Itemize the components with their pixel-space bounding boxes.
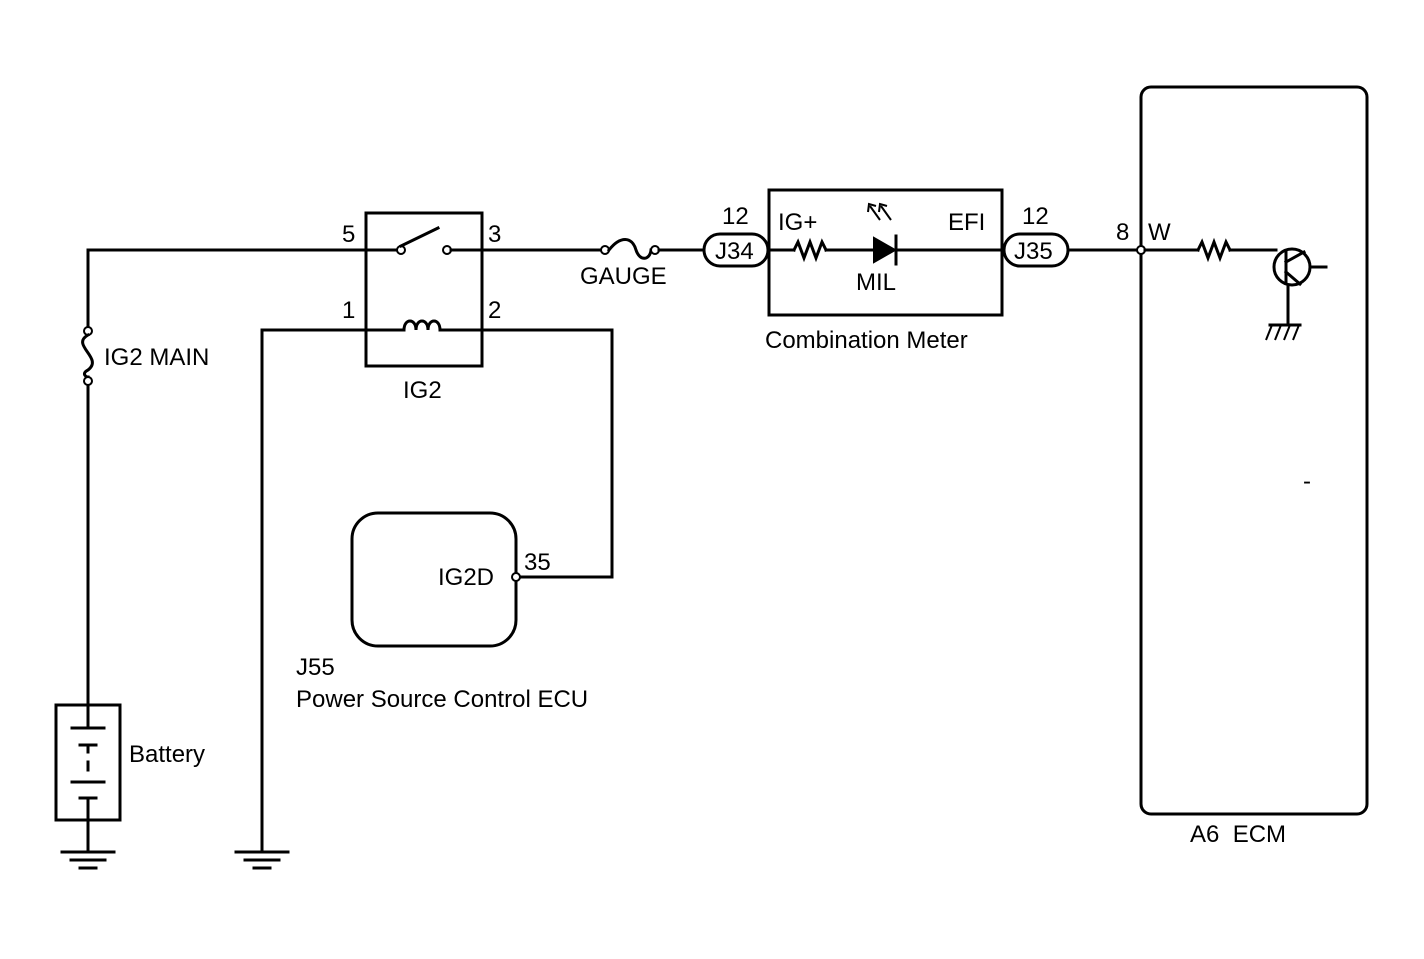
j34-label: J34 [715, 238, 754, 265]
gauge-label: GAUGE [580, 263, 667, 290]
j55-label: J55 [296, 654, 335, 681]
ecu-pin-35: 35 [524, 549, 551, 576]
combination-meter-label: Combination Meter [765, 327, 968, 354]
efi-label: EFI [948, 209, 985, 236]
supply-wire [86, 248, 368, 707]
resistor-icon [791, 237, 829, 263]
relay-pin-5: 5 [342, 221, 355, 248]
relay-coil-icon [402, 319, 442, 332]
j34-pin-12: 12 [722, 203, 749, 230]
ig2-relay-label: IG2 [403, 377, 442, 404]
ground-icon [60, 850, 116, 870]
chassis-ground-icon [1265, 323, 1302, 341]
ecm-box [1139, 85, 1369, 816]
combination-meter [767, 188, 1004, 317]
ecm-dash: - [1303, 468, 1311, 495]
ig2-main-fuse-icon [81, 326, 94, 386]
battery-label: Battery [129, 741, 205, 768]
relay-pin-1: 1 [342, 297, 355, 324]
ecu-pin-node [511, 572, 521, 582]
ig2-main-label: IG2 MAIN [104, 344, 209, 371]
coil-ecu-wire [480, 328, 614, 579]
battery-icon [54, 703, 122, 854]
power-source-ecu-label: Power Source Control ECU [296, 686, 588, 713]
j35-label: J35 [1014, 238, 1053, 265]
resistor-icon [1195, 237, 1233, 263]
gauge-fuse-icon [600, 238, 660, 260]
ecm-label: A6 ECM [1190, 821, 1286, 848]
coil-ground-wire [260, 328, 368, 854]
wire-color-w: W [1148, 219, 1171, 246]
ig-plus-label: IG+ [778, 209, 817, 236]
ecm-pin-8: 8 [1116, 219, 1129, 246]
relay-pin-2: 2 [488, 297, 501, 324]
relay-pin-3: 3 [488, 221, 501, 248]
led-icon [867, 202, 898, 266]
ig2d-label: IG2D [438, 564, 494, 591]
mil-label: MIL [856, 269, 896, 296]
transistor-icon [1272, 247, 1328, 327]
ground-icon [234, 850, 290, 870]
ig2-relay [364, 211, 484, 368]
j35-pin-12: 12 [1022, 203, 1049, 230]
